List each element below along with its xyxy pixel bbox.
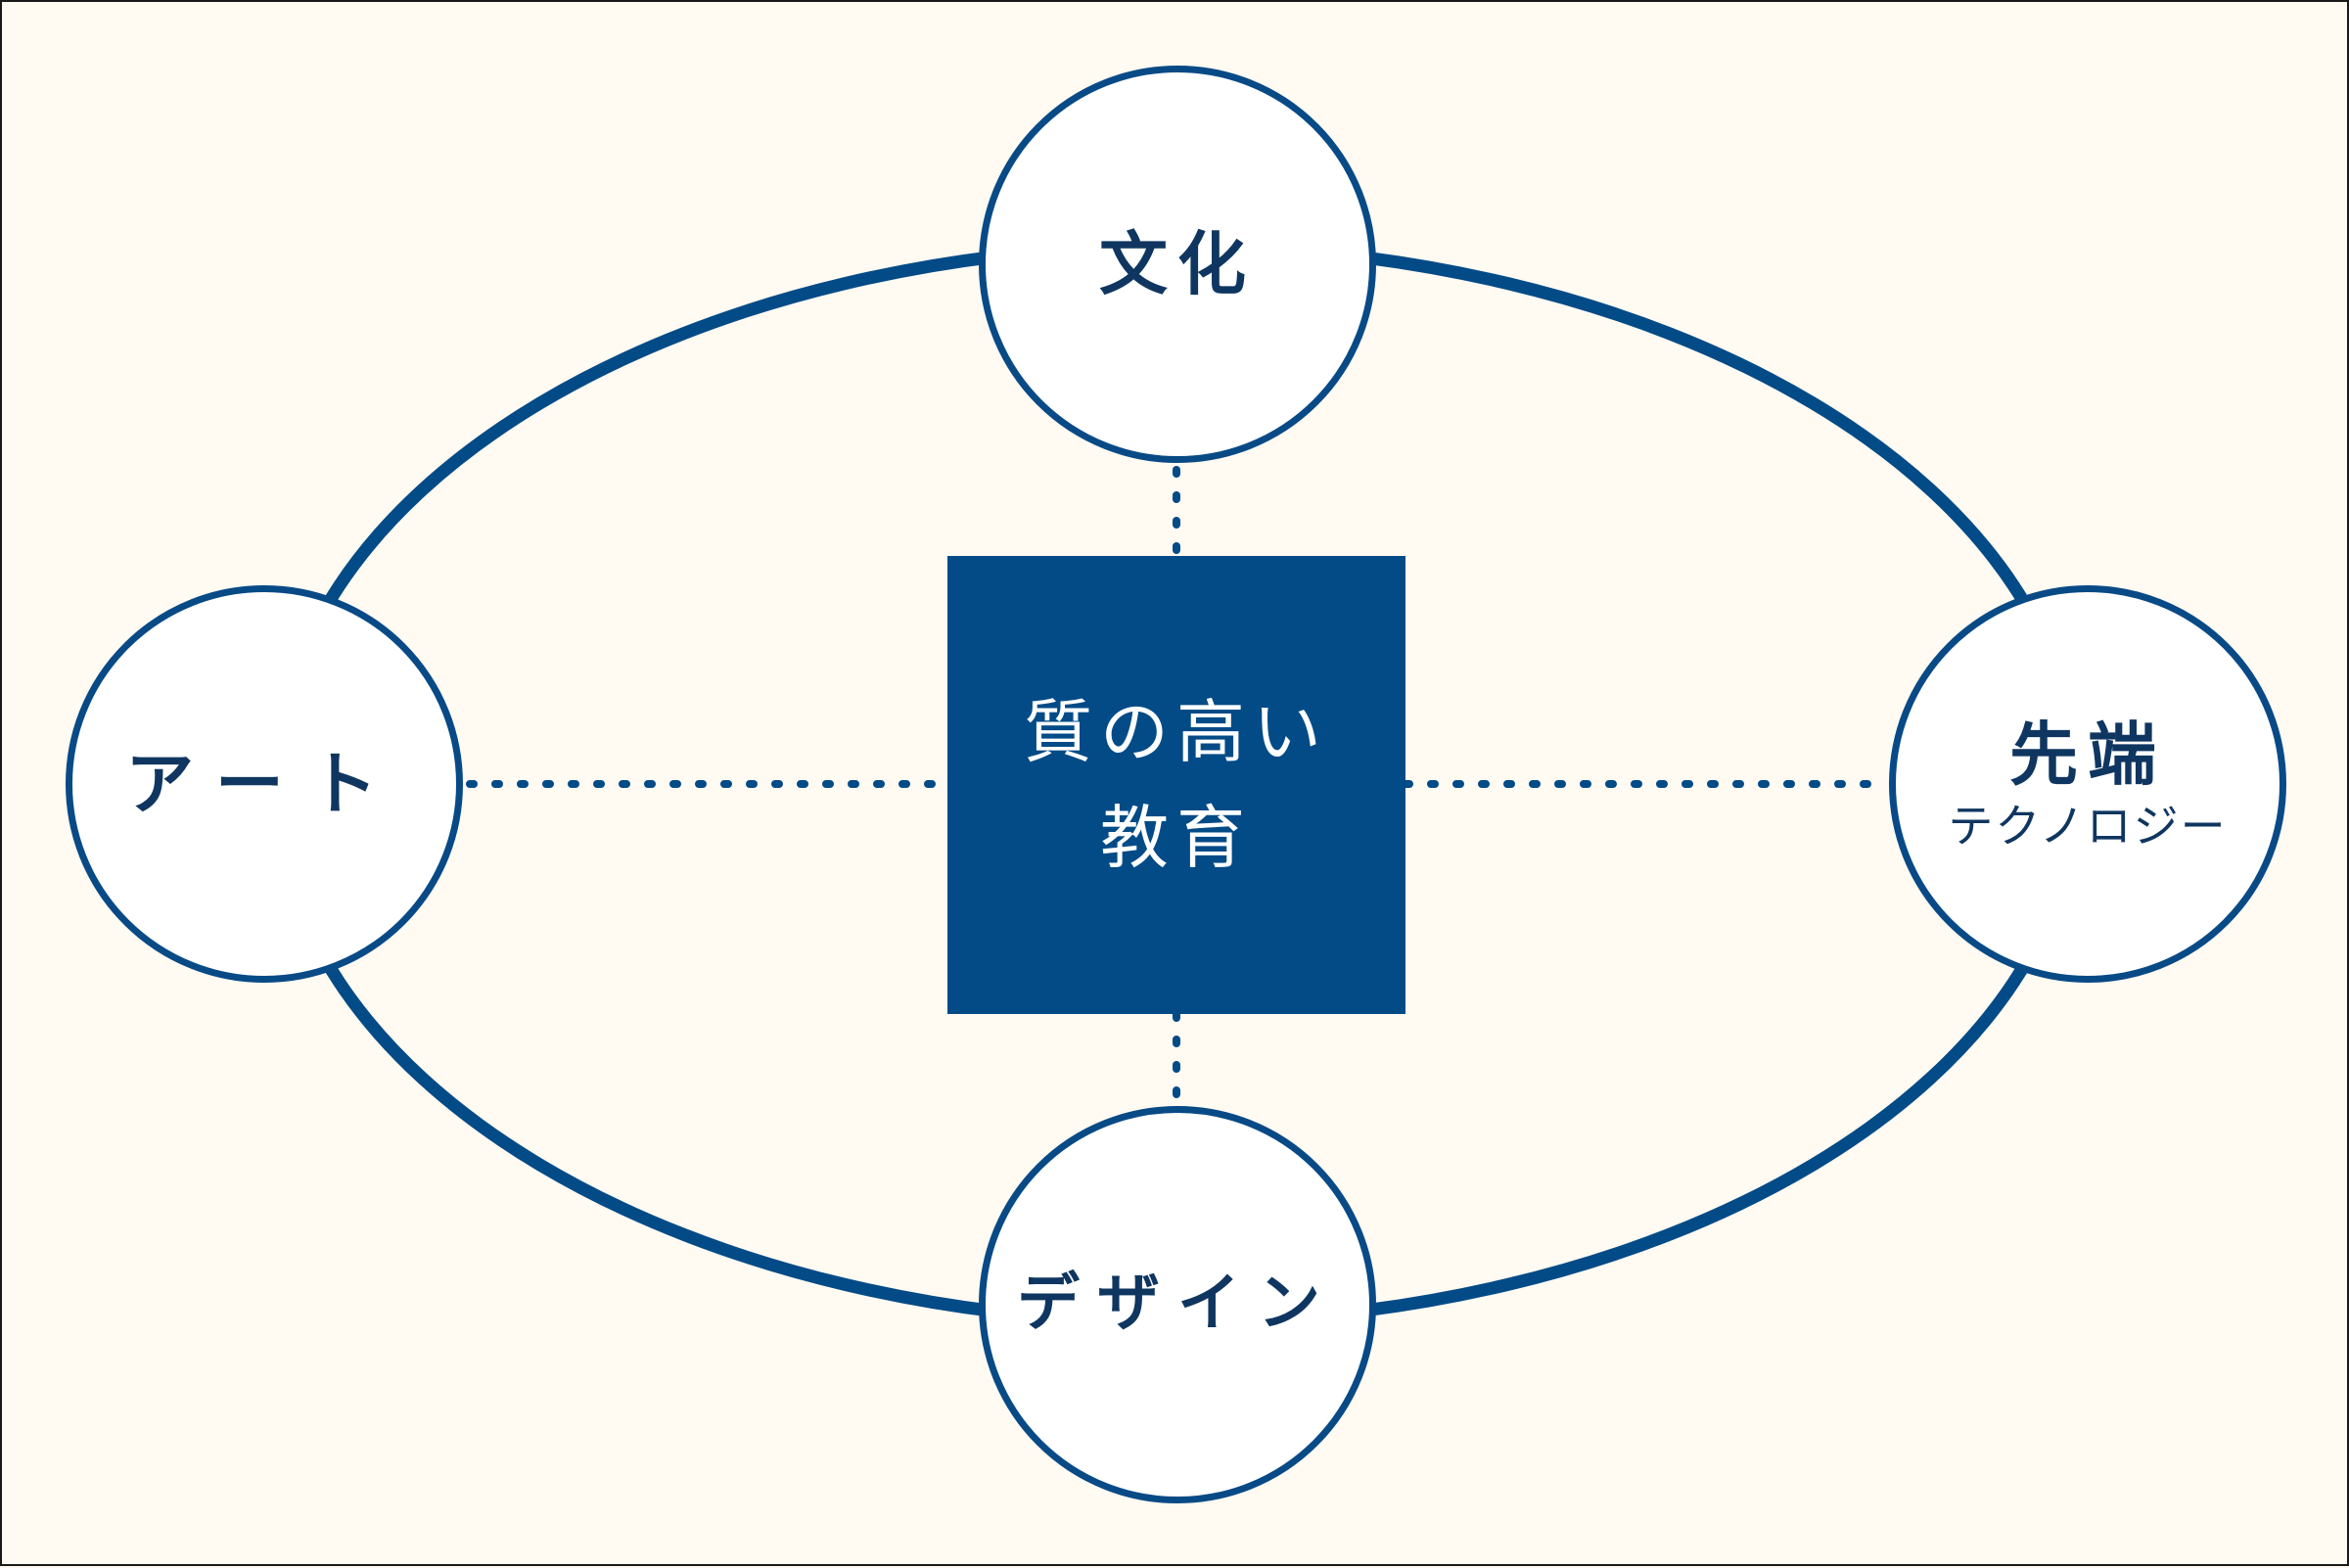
center-box: 質の高い教育 [947, 556, 1405, 1014]
node-art: アート [66, 585, 463, 983]
center-title: 質の高い教育 [1024, 691, 1329, 879]
node-design-label: デザイン [1017, 1268, 1338, 1341]
node-art-label: アート [125, 743, 403, 824]
node-culture-label: 文化 [1099, 223, 1256, 304]
node-technology: 先端 テクノロジー [1889, 585, 2286, 983]
node-technology-label: 先端 [2009, 715, 2166, 796]
node-technology-sublabel: テクノロジー [1948, 799, 2228, 853]
node-design: デザイン [979, 1106, 1376, 1503]
node-culture: 文化 [979, 66, 1376, 463]
